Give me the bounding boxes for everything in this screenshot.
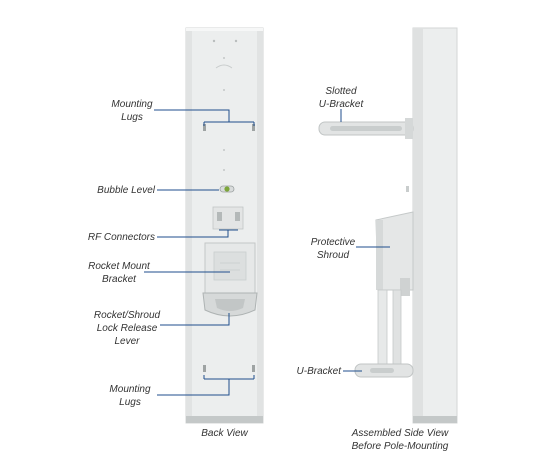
rocket-mount-bracket-shape [204, 242, 256, 294]
bottom-lug-left [203, 365, 206, 372]
top-lug-left [203, 124, 206, 131]
rf-connectors-icon [212, 206, 244, 230]
leader-rf-connectors [157, 230, 229, 238]
leader-mounting-lugs-bottom [157, 379, 230, 396]
bottom-lug-right [252, 365, 255, 372]
label-mounting-lugs-bottom: Mounting Lugs [109, 384, 151, 408]
back-view-panel [185, 27, 264, 424]
protective-shroud-shape [375, 211, 414, 296]
bubble-level-icon [219, 185, 235, 193]
label-u-bracket: U-Bracket [296, 366, 341, 377]
label-bubble-level: Bubble Level [97, 185, 155, 196]
slotted-u-bracket-shape [318, 118, 414, 139]
label-rocket-mount-bracket: Rocket Mount Bracket [88, 261, 150, 285]
top-lug-right [252, 124, 255, 131]
lock-release-lever-shape [202, 292, 258, 317]
leader-mounting-lugs-top [154, 109, 230, 122]
label-slotted-u-bracket: Slotted U-Bracket [318, 86, 364, 110]
label-protective-shroud: Protective Shroud [310, 237, 356, 261]
label-mounting-lugs-top: Mounting Lugs [111, 99, 153, 123]
label-rf-connectors: RF Connectors [87, 232, 155, 243]
side-view-assembly [318, 27, 458, 424]
caption-side-view: Assembled Side View Before Pole-Mounting [351, 428, 449, 452]
label-rocket-shroud-lock: Rocket/Shroud Lock Release Lever [93, 310, 161, 347]
u-bracket-shape [354, 363, 414, 378]
caption-back-view: Back View [201, 428, 248, 439]
leader-lock-release [160, 313, 230, 326]
